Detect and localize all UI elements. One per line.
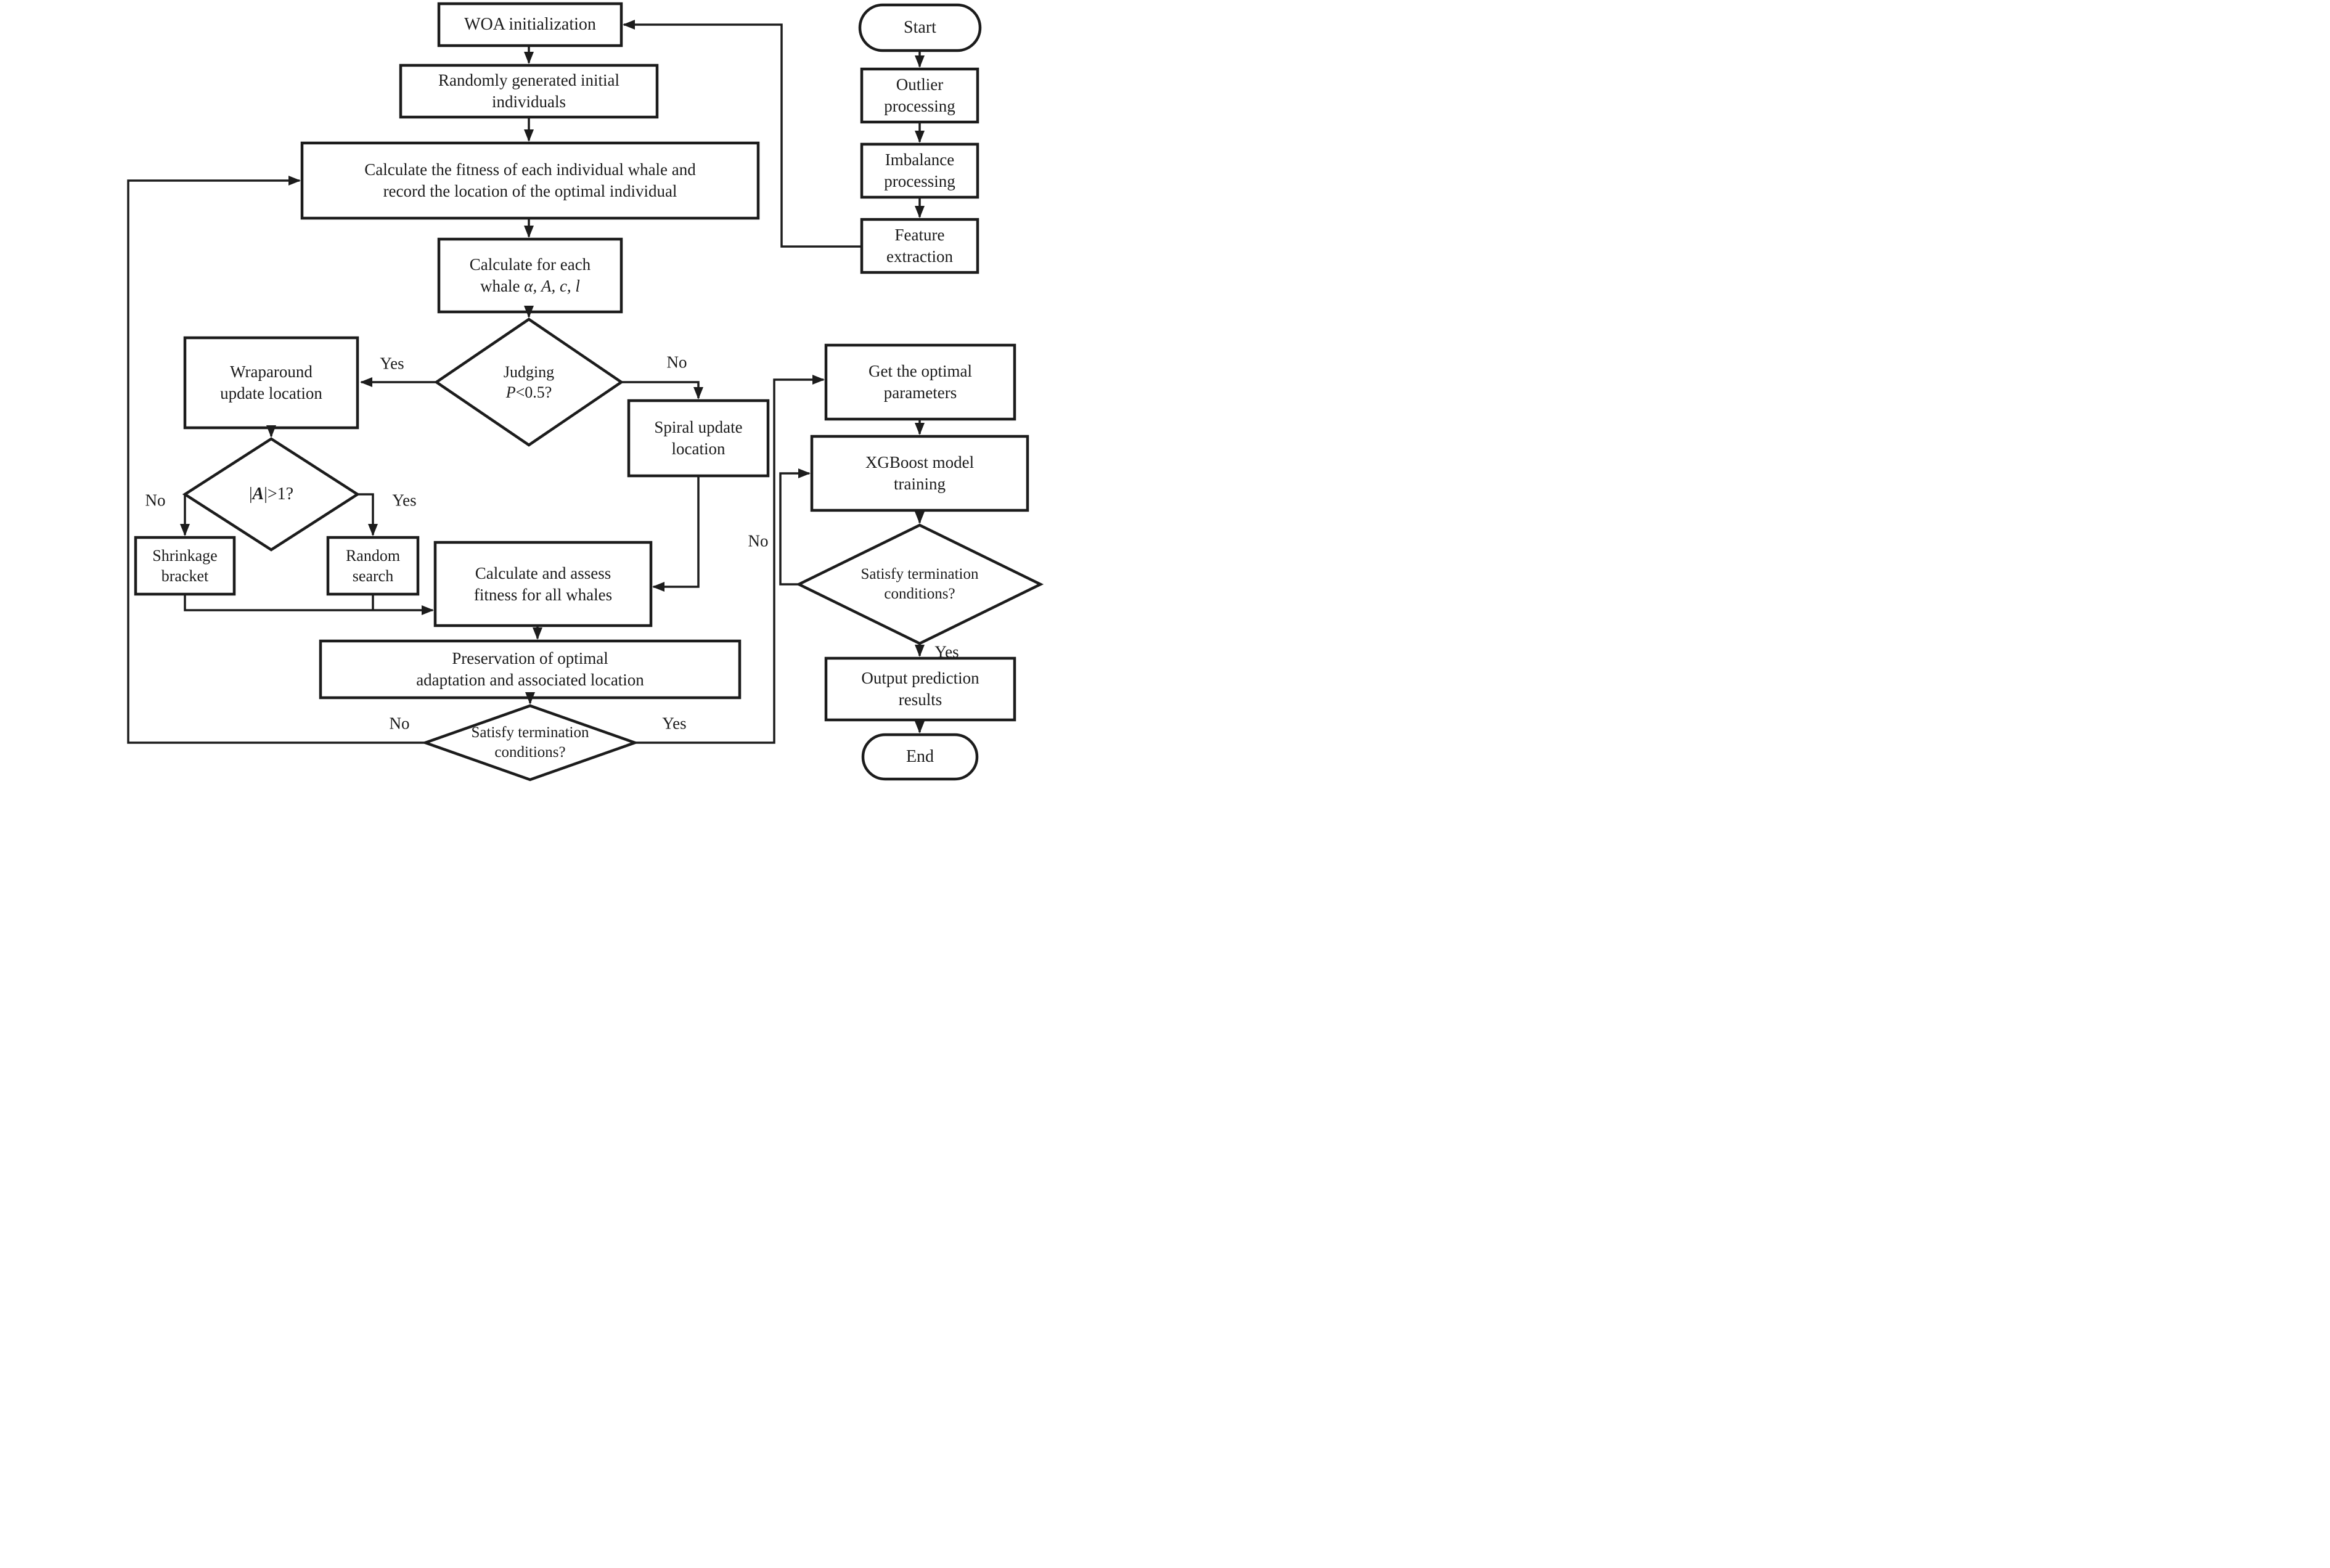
edge-spiral-to-assess bbox=[652, 476, 700, 592]
edge-term2-no-feedback bbox=[779, 468, 811, 586]
shrinkage-box bbox=[134, 536, 236, 596]
calc-fitness-box bbox=[300, 141, 760, 220]
abs-a-diamond bbox=[182, 437, 361, 552]
absa-yes-label: Yes bbox=[392, 491, 417, 510]
xgboost-box bbox=[810, 435, 1029, 512]
end-stadium bbox=[861, 733, 979, 781]
edge-judging-no bbox=[621, 381, 703, 399]
preservation-box bbox=[319, 639, 742, 700]
absa-no-label: No bbox=[145, 491, 166, 510]
judging-yes-label: Yes bbox=[380, 354, 404, 373]
get-optimal-box bbox=[824, 343, 1016, 421]
termination1-diamond bbox=[421, 704, 639, 782]
random-init-box bbox=[399, 63, 659, 119]
spiral-box bbox=[627, 399, 770, 478]
edge-feature-to-woa bbox=[623, 20, 862, 248]
edge-merge-left bbox=[184, 594, 434, 615]
flowchart-shapes-and-connectors bbox=[127, 2, 1044, 782]
output-box bbox=[824, 656, 1016, 722]
random-search-box bbox=[326, 536, 420, 596]
term2-no-label: No bbox=[748, 531, 769, 550]
edge-term1-no-feedback bbox=[127, 176, 425, 744]
term1-yes-label: Yes bbox=[662, 714, 687, 733]
edge-term1-yes bbox=[635, 375, 825, 744]
flowchart-canvas: WOA initialization Randomly generated in… bbox=[0, 0, 1165, 784]
term2-yes-label: Yes bbox=[934, 642, 959, 661]
judging-diamond bbox=[433, 317, 624, 447]
termination2-diamond bbox=[795, 523, 1044, 645]
edge-absa-yes bbox=[358, 493, 378, 536]
outlier-box bbox=[860, 67, 979, 124]
judging-no-label: No bbox=[666, 353, 687, 372]
feature-box bbox=[860, 218, 979, 274]
whale-params-box bbox=[437, 237, 623, 314]
term1-no-label: No bbox=[389, 714, 410, 733]
woa-init-box bbox=[437, 2, 623, 47]
calc-assess-box bbox=[433, 541, 653, 627]
imbalance-box bbox=[860, 142, 979, 199]
start-stadium bbox=[858, 3, 982, 52]
wraparound-box bbox=[183, 336, 359, 430]
